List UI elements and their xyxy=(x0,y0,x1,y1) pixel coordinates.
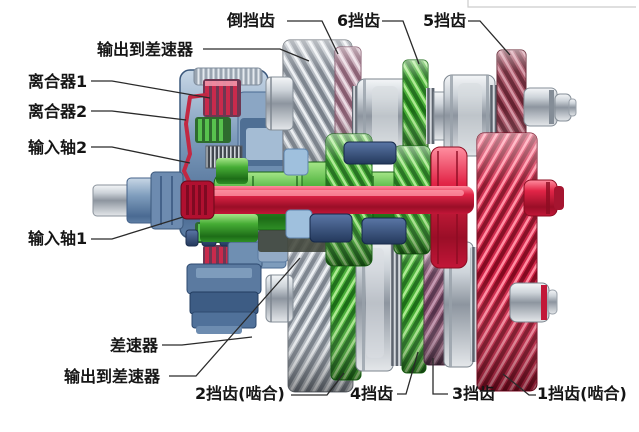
leader-gear-6 xyxy=(382,20,420,65)
leader-gear-2 xyxy=(291,372,345,396)
gear-6 xyxy=(402,59,429,154)
label-output-to-diff-top: 输出到差速器 xyxy=(97,40,194,59)
splined-hub xyxy=(180,180,215,220)
leader-reverse-gear xyxy=(287,20,339,55)
label-gear-5: 5挡齿 xyxy=(423,11,467,30)
leader-lines xyxy=(91,20,536,396)
label-gear-1: 1挡齿(啮合) xyxy=(537,384,627,403)
synchro-drum-1 xyxy=(356,78,414,154)
label-reverse-gear: 倒挡齿 xyxy=(227,11,276,30)
label-gear-6: 6挡齿 xyxy=(337,11,381,30)
label-clutch-1: 离合器1 xyxy=(28,72,88,91)
label-gear-2: 2挡齿(啮合) xyxy=(195,384,285,403)
leader-gear-4 xyxy=(397,351,419,395)
leader-differential xyxy=(162,336,253,346)
input-stub xyxy=(92,171,184,230)
leader-output-to-diff-top xyxy=(203,48,310,62)
bearing-hub-bottom xyxy=(265,274,294,323)
leader-input-shaft-2 xyxy=(91,146,191,164)
leader-clutch-2 xyxy=(91,110,187,121)
gear-5 xyxy=(496,49,527,157)
leader-gear-3 xyxy=(432,358,448,395)
shaft-end-top xyxy=(523,87,577,127)
leader-gear-5 xyxy=(468,20,511,56)
top-right-artifact xyxy=(467,0,636,8)
label-gear-4: 4挡齿 xyxy=(350,384,394,403)
shaft-end-bottom xyxy=(509,282,558,323)
label-input-shaft-1: 输入轴1 xyxy=(28,229,88,248)
label-gear-3: 3挡齿 xyxy=(452,384,496,403)
gear-3 xyxy=(423,249,450,366)
clutch1-pack xyxy=(203,79,241,117)
label-output-to-diff-bottom: 输出到差速器 xyxy=(64,367,161,386)
shaft-end-middle xyxy=(523,179,564,217)
label-input-shaft-2: 输入轴2 xyxy=(28,138,88,157)
shift-forks xyxy=(283,141,407,245)
input-shaft-1-assembly xyxy=(180,132,564,392)
label-clutch-2: 离合器2 xyxy=(28,102,88,121)
clutch2-pack xyxy=(195,117,231,143)
gear-4 xyxy=(401,235,427,374)
leader-output-to-diff-bottom xyxy=(169,257,301,377)
bearing-hub-top xyxy=(265,76,294,131)
label-differential: 差速器 xyxy=(110,336,159,355)
leader-input-shaft-1 xyxy=(91,216,184,240)
leader-gear-1 xyxy=(502,373,536,396)
synchro-teeth xyxy=(490,85,499,147)
gear-1-pair xyxy=(476,132,538,392)
synchro-teeth xyxy=(426,88,435,144)
synchro-drum-2 xyxy=(443,74,496,157)
leader-clutch-1 xyxy=(91,80,211,99)
